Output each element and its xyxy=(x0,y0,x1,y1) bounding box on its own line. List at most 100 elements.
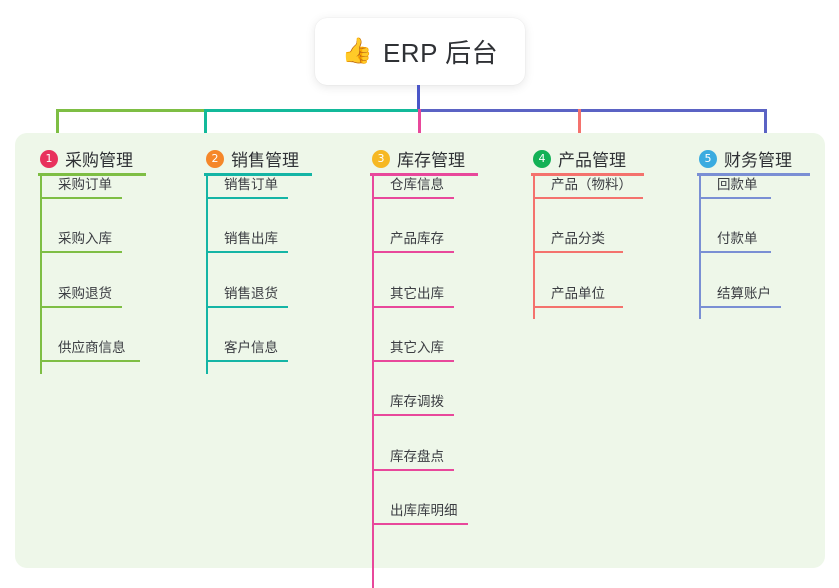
column-badge-icon: 5 xyxy=(699,149,717,168)
column-header-1[interactable]: 1 采购管理 xyxy=(40,146,133,171)
leaf-item[interactable]: 其它出库 xyxy=(372,276,454,308)
leaf-item-label: 出库库明细 xyxy=(390,502,458,518)
column-title: 库存管理 xyxy=(397,151,465,170)
column-spine-connector xyxy=(206,176,208,374)
leaf-item-underline xyxy=(40,197,122,199)
leaf-item[interactable]: 销售退货 xyxy=(206,276,288,308)
root-node-title: ERP 后台 xyxy=(382,38,499,68)
column-header-3[interactable]: 3 库存管理 xyxy=(372,146,465,171)
column-header-underline xyxy=(370,173,478,176)
column-header-underline xyxy=(38,173,146,176)
leaf-item-label: 产品库存 xyxy=(390,231,444,247)
column-badge-icon: 2 xyxy=(206,149,224,168)
leaf-item-underline xyxy=(206,305,288,308)
leaf-item[interactable]: 结算账户 xyxy=(699,276,781,308)
drop-col-3 xyxy=(418,109,421,147)
leaf-item-underline xyxy=(372,305,454,308)
leaf-item-label: 销售订单 xyxy=(224,177,278,192)
leaf-item[interactable]: 产品（物料） xyxy=(533,167,643,199)
leaf-item-underline xyxy=(372,522,468,525)
leaf-item[interactable]: 其它入库 xyxy=(372,330,454,362)
leaf-item[interactable]: 采购订单 xyxy=(40,167,122,199)
column-header-underline xyxy=(697,173,810,176)
column-badge-icon: 4 xyxy=(533,149,551,168)
drop-col-4 xyxy=(578,109,581,147)
leaf-item-underline xyxy=(699,251,771,254)
leaf-item[interactable]: 采购入库 xyxy=(40,221,122,254)
leaf-item-label: 供应商信息 xyxy=(58,339,126,355)
root-node-erp-backend[interactable]: 👍 ERP 后台 xyxy=(315,18,525,85)
leaf-item-label: 结算账户 xyxy=(717,285,771,301)
leaf-item-underline xyxy=(533,305,623,308)
leaf-item[interactable]: 产品分类 xyxy=(533,221,623,254)
column-badge-icon: 1 xyxy=(40,149,58,168)
leaf-item-label: 库存盘点 xyxy=(390,448,444,464)
bus-segment-blue xyxy=(418,109,766,112)
leaf-item-underline xyxy=(372,468,454,471)
leaf-item[interactable]: 库存盘点 xyxy=(372,439,454,471)
leaf-item[interactable]: 回款单 xyxy=(699,167,771,199)
leaf-item-underline xyxy=(533,251,623,254)
leaf-item-underline xyxy=(206,251,288,254)
leaf-item[interactable]: 客户信息 xyxy=(206,330,288,362)
column-title: 产品管理 xyxy=(558,151,626,170)
column-spine-connector xyxy=(372,176,374,588)
bus-segment-green xyxy=(56,109,206,112)
leaf-item[interactable]: 仓库信息 xyxy=(372,167,454,199)
leaf-item-underline xyxy=(40,359,140,362)
leaf-item-label: 库存调拨 xyxy=(390,394,444,410)
leaf-item-label: 销售退货 xyxy=(224,285,278,301)
branches-panel: 1 采购管理采购订单采购入库采购退货供应商信息 2 销售管理销售订单销售出库销售退货客… xyxy=(15,133,825,588)
leaf-item-label: 回款单 xyxy=(717,177,758,192)
leaf-item-label: 客户信息 xyxy=(224,339,278,355)
leaf-item[interactable]: 付款单 xyxy=(699,221,771,254)
leaf-item-label: 产品（物料） xyxy=(551,177,632,192)
leaf-item-underline xyxy=(40,251,122,254)
leaf-item-underline xyxy=(372,251,454,254)
leaf-item[interactable]: 出库库明细 xyxy=(372,493,468,525)
leaf-item[interactable]: 采购退货 xyxy=(40,276,122,308)
drop-col-1 xyxy=(56,109,59,147)
thumbs-up-icon: 👍 xyxy=(341,37,373,65)
column-header-underline xyxy=(204,173,312,176)
leaf-item-label: 销售出库 xyxy=(224,231,278,247)
leaf-item-label: 仓库信息 xyxy=(390,177,444,192)
leaf-item-label: 采购退货 xyxy=(58,285,112,301)
leaf-item-label: 其它出库 xyxy=(390,285,444,301)
column-spine-connector xyxy=(699,176,701,319)
column-title: 财务管理 xyxy=(724,151,792,170)
column-spine-connector xyxy=(533,176,535,319)
leaf-item-underline xyxy=(206,197,288,199)
leaf-item[interactable]: 供应商信息 xyxy=(40,330,140,362)
column-header-5[interactable]: 5 财务管理 xyxy=(699,146,792,171)
leaf-item-underline xyxy=(40,305,122,308)
column-header-underline xyxy=(531,173,644,176)
root-trunk-connector xyxy=(417,85,420,111)
leaf-item-underline xyxy=(206,359,288,362)
drop-col-5 xyxy=(764,109,767,147)
drop-col-2 xyxy=(204,109,207,147)
leaf-item[interactable]: 产品库存 xyxy=(372,221,454,254)
leaf-item[interactable]: 销售订单 xyxy=(206,167,288,199)
column-header-2[interactable]: 2 销售管理 xyxy=(206,146,299,171)
leaf-item-label: 产品单位 xyxy=(551,285,605,301)
leaf-item[interactable]: 销售出库 xyxy=(206,221,288,254)
leaf-item-underline xyxy=(372,197,454,199)
leaf-item-underline xyxy=(699,305,781,308)
leaf-item-underline xyxy=(372,359,454,362)
column-spine-connector xyxy=(40,176,42,374)
leaf-item-underline xyxy=(533,197,643,199)
leaf-item-label: 其它入库 xyxy=(390,339,444,355)
leaf-item-label: 产品分类 xyxy=(551,231,605,247)
column-header-4[interactable]: 4 产品管理 xyxy=(533,146,626,171)
column-badge-icon: 3 xyxy=(372,149,390,168)
leaf-item-label: 采购入库 xyxy=(58,231,112,247)
bus-segment-teal xyxy=(204,109,420,112)
column-title: 销售管理 xyxy=(231,151,299,170)
column-title: 采购管理 xyxy=(65,151,133,170)
leaf-item-label: 付款单 xyxy=(717,231,758,247)
leaf-item-underline xyxy=(699,197,771,199)
leaf-item[interactable]: 库存调拨 xyxy=(372,384,454,417)
leaf-item[interactable]: 产品单位 xyxy=(533,276,623,308)
